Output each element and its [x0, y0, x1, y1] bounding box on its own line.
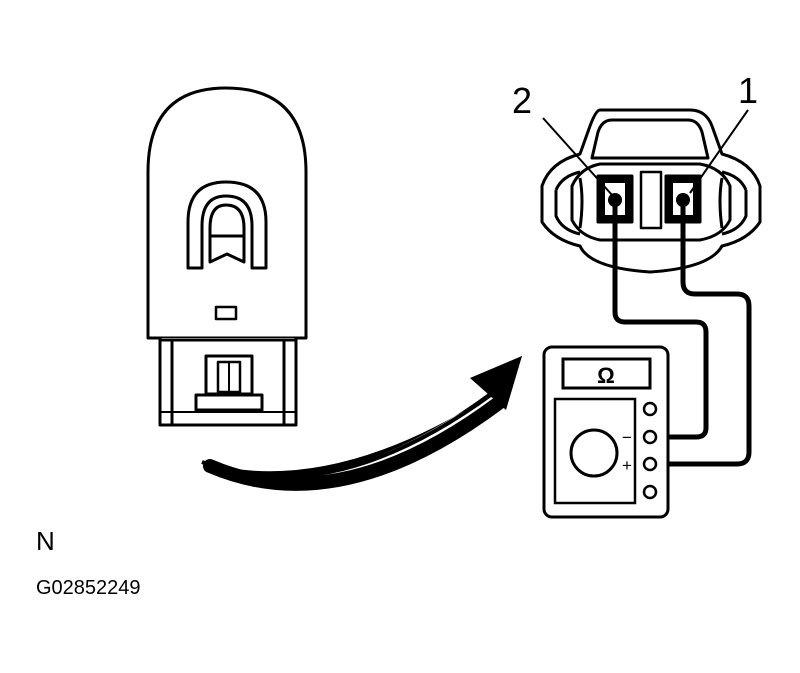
plus-sign: +	[622, 456, 632, 475]
terminal-2-leader	[542, 117, 613, 196]
view-letter: N	[36, 526, 55, 556]
ohm-display: Ω	[597, 363, 615, 388]
terminal-1-leader	[689, 109, 749, 194]
arrow-icon	[201, 356, 522, 491]
ohmmeter	[542, 345, 670, 519]
test-lead-negative	[612, 200, 709, 440]
connector-housing	[540, 108, 762, 274]
terminal-1-label: 1	[738, 70, 759, 111]
relay-body	[146, 86, 308, 427]
minus-sign: −	[622, 428, 632, 447]
terminal-2-label: 2	[512, 80, 533, 121]
test-lead-positive	[650, 200, 752, 467]
figure-code: G02852249	[36, 577, 141, 599]
